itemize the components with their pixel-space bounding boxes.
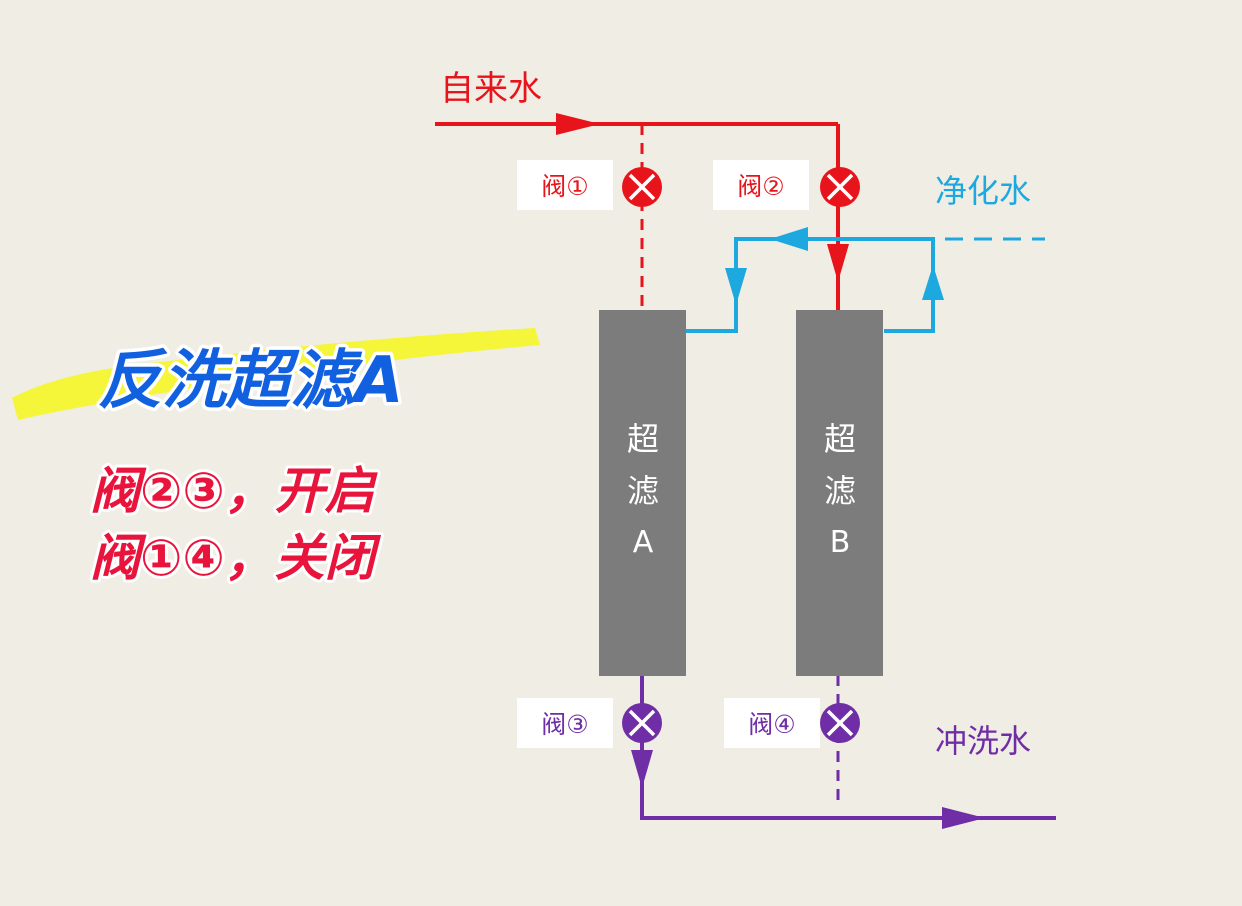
valves-closed-status: 阀①④，关闭	[90, 529, 382, 587]
tap-water-lines	[435, 122, 840, 312]
page-title: 反洗超滤A	[98, 344, 404, 418]
tap-water-label: 自来水	[440, 69, 542, 109]
valve-2-label: 阀②	[737, 172, 784, 201]
valve-3-label-box	[517, 698, 613, 748]
purified-water-up-arrow-icon	[922, 265, 944, 300]
purified-water-left-arrow-icon	[770, 227, 808, 251]
filter-a-column	[599, 310, 686, 676]
valves-open-status: 阀②③，开启	[90, 462, 379, 520]
filter-a-label-2: 滤	[627, 472, 659, 510]
valve-3-label: 阀③	[541, 710, 588, 739]
filter-b-label-2: 滤	[824, 472, 856, 510]
valve-2-x-icon	[820, 167, 860, 207]
tap-water-down-arrow-icon	[827, 244, 849, 282]
flush-water-right-arrow-icon	[942, 807, 985, 829]
valve-1-label: 阀①	[541, 172, 588, 201]
highlighter-stroke	[12, 328, 540, 420]
purified-water-label: 净化水	[935, 172, 1031, 210]
valve-1-x-icon	[622, 167, 662, 207]
valve-2-label-box	[713, 160, 809, 210]
filter-a-label-3: A	[633, 525, 654, 560]
valve-4-x-icon	[820, 703, 860, 743]
tap-water-arrow-icon	[556, 113, 600, 135]
purified-water-lines	[686, 237, 935, 333]
flush-water-label: 冲洗水	[935, 722, 1031, 760]
flush-water-down-arrow-icon	[631, 750, 653, 788]
purified-water-down-arrow-icon	[725, 268, 747, 305]
valve-4-label-box	[724, 698, 820, 748]
valve-3-x-icon	[622, 703, 662, 743]
filter-b-label-3: B	[830, 525, 851, 560]
filter-b-label-1: 超	[824, 420, 856, 458]
valve-4-label: 阀④	[748, 710, 795, 739]
valve-1-label-box	[517, 160, 613, 210]
filter-a-label-1: 超	[627, 420, 659, 458]
filter-b-column	[796, 310, 883, 676]
